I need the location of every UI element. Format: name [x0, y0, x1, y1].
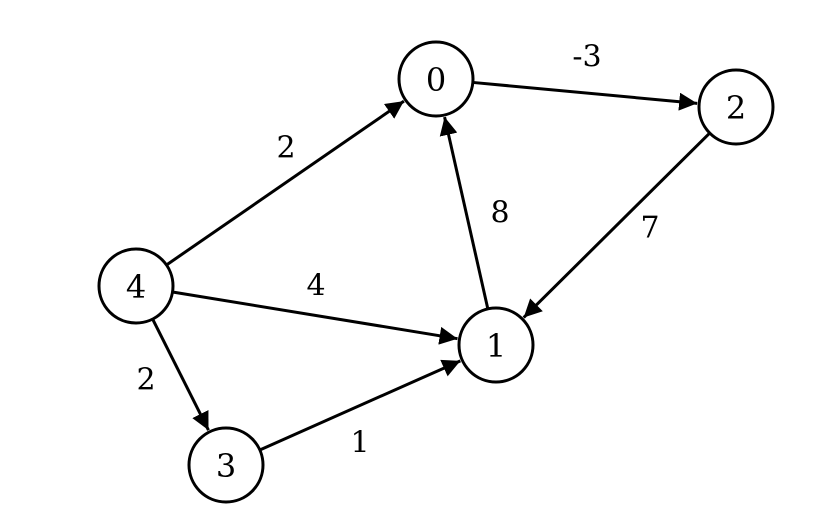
edge-weight-3-to-1: 1	[350, 426, 369, 461]
node-2: 2	[697, 68, 775, 146]
edge-4-to-3	[151, 318, 210, 431]
nodes-layer: 0 1 2 3 4	[97, 40, 775, 504]
node-label-4: 4	[126, 268, 146, 306]
node-circle-1	[457, 306, 535, 384]
edge-1-to-0	[439, 116, 490, 310]
node-label-3: 3	[216, 447, 236, 485]
node-3: 3	[187, 426, 265, 504]
node-circle-0	[397, 40, 475, 118]
node-circle-2	[697, 68, 775, 146]
edge-4-to-0	[165, 99, 405, 267]
edge-2-to-1	[522, 131, 711, 319]
node-circle-3	[187, 426, 265, 504]
edge-0-to-2	[472, 80, 698, 111]
edge-weight-4-to-0: 2	[276, 131, 295, 166]
node-circle-4	[97, 247, 175, 325]
node-label-1: 1	[486, 327, 506, 365]
edge-weight-2-to-1: 7	[640, 211, 659, 246]
edge-3-to-1	[259, 359, 461, 452]
edge-4-to-1	[172, 290, 458, 345]
edge-weight-4-to-1: 4	[306, 269, 325, 304]
node-4: 4	[97, 247, 175, 325]
edge-weight-0-to-2: -3	[572, 40, 601, 75]
edges-layer	[151, 80, 711, 452]
edge-labels-layer: -3 2 8 7 4 2 1	[136, 40, 659, 461]
node-label-2: 2	[726, 89, 746, 127]
node-1: 1	[457, 306, 535, 384]
node-label-0: 0	[426, 61, 446, 99]
node-0: 0	[397, 40, 475, 118]
edge-weight-4-to-3: 2	[136, 363, 155, 398]
edge-weight-1-to-0: 8	[490, 196, 509, 231]
